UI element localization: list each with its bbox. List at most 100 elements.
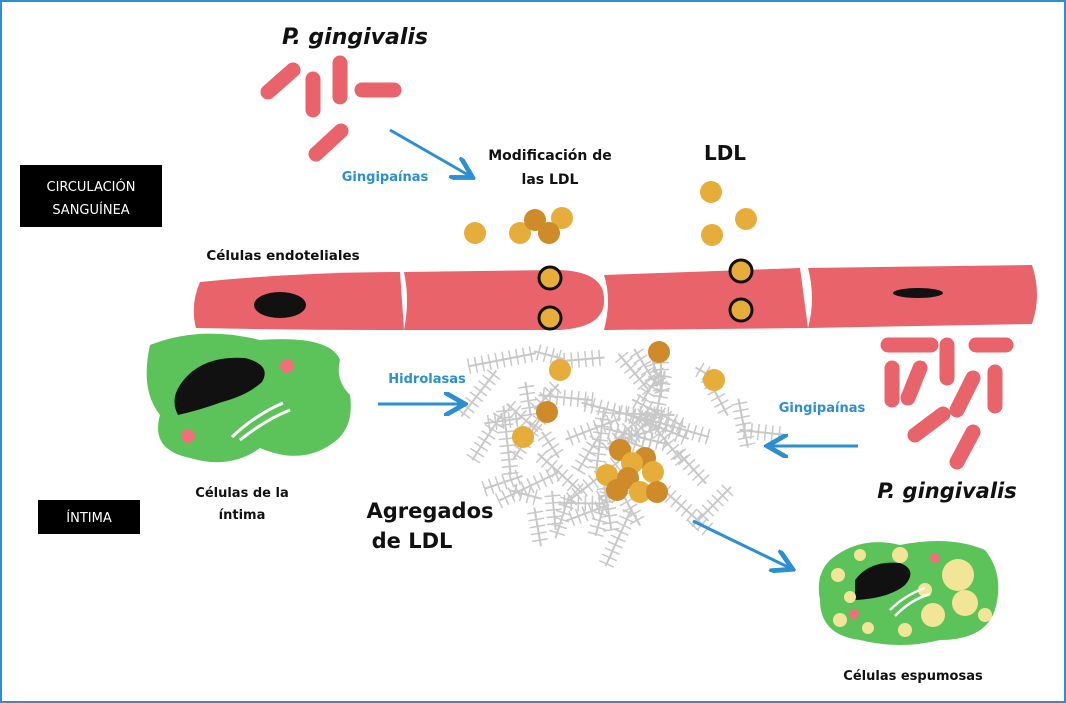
mesh-crossfiber: [566, 478, 579, 492]
mesh-crossfiber: [691, 424, 698, 441]
mesh-crossfiber: [496, 416, 513, 420]
mesh-crossfiber: [603, 527, 620, 532]
mesh-crossfiber: [555, 388, 559, 405]
mesh-crossfiber: [598, 559, 615, 568]
mesh-crossfiber: [613, 528, 629, 537]
mesh-crossfiber: [581, 447, 597, 457]
mesh-crossfiber: [615, 351, 629, 364]
mesh-crossfiber: [675, 417, 685, 433]
mesh-crossfiber: [532, 489, 538, 505]
mesh-crossfiber: [456, 408, 471, 419]
mesh-crossfiber: [576, 483, 589, 497]
mesh-crossfiber: [661, 438, 676, 450]
mesh-crossfiber: [551, 523, 568, 530]
mesh-crossfiber: [494, 476, 502, 493]
mesh-crossfiber: [481, 429, 496, 440]
mesh-crossfiber: [562, 389, 566, 406]
mesh-crossfiber: [602, 520, 619, 525]
mesh-crossfiber: [577, 351, 580, 368]
mesh-crossfiber: [619, 357, 633, 369]
mesh-crossfiber: [501, 458, 518, 462]
mesh-crossfiber: [473, 356, 479, 373]
mesh-fiber: [483, 474, 523, 490]
mesh-crossfiber: [539, 472, 548, 488]
mesh-crossfiber: [586, 422, 594, 438]
mesh-crossfiber: [486, 369, 501, 380]
mesh-crossfiber: [461, 402, 475, 414]
mesh-crossfiber: [619, 515, 635, 524]
mesh-crossfiber: [519, 391, 536, 396]
ldl-particle: [646, 481, 668, 503]
mesh-crossfiber: [556, 469, 569, 482]
mesh-crossfiber: [622, 508, 638, 517]
mesh-crossfiber: [573, 427, 581, 443]
endothelial-cells: [193, 265, 1037, 330]
intima-cells-label-1: Células de la: [195, 486, 288, 501]
mesh-crossfiber: [574, 508, 582, 524]
mesh-crossfiber: [499, 444, 516, 448]
ldl-particle: [551, 207, 573, 229]
mesh-crossfiber: [691, 469, 705, 481]
mesh-crossfiber: [651, 394, 668, 399]
mesh-crossfiber: [541, 437, 556, 448]
mesh-crossfiber: [535, 450, 548, 464]
mesh-fiber: [554, 494, 571, 539]
ldl-particle: [538, 222, 560, 244]
mesh-crossfiber: [541, 387, 545, 404]
mesh-crossfiber: [717, 405, 733, 415]
mesh-crossfiber: [520, 481, 529, 497]
endothelial-label: Células endoteliales: [206, 248, 359, 264]
mesh-crossfiber: [619, 497, 635, 507]
mesh-crossfiber: [487, 478, 495, 495]
mesh-crossfiber: [582, 478, 594, 493]
mesh-crossfiber: [670, 494, 682, 508]
mesh-crossfiber: [587, 503, 595, 519]
mesh-crossfiber: [545, 442, 560, 453]
mesh-crossfiber: [485, 424, 500, 434]
mesh-fiber: [737, 398, 749, 448]
mesh-crossfiber: [587, 531, 604, 538]
mesh-crossfiber: [629, 515, 645, 525]
mesh-crossfiber: [571, 465, 586, 475]
mesh-crossfiber: [591, 350, 594, 367]
ldl-particle: [728, 258, 754, 284]
mesh-crossfiber: [545, 508, 562, 512]
mesh-crossfiber: [518, 485, 525, 502]
mesh-crossfiber: [551, 464, 564, 478]
mesh-crossfiber: [578, 453, 593, 463]
mesh-crossfiber: [507, 471, 515, 488]
mesh-crossfiber: [540, 455, 553, 468]
mesh-crossfiber: [571, 487, 583, 502]
mesh-crossfiber: [651, 369, 666, 380]
mesh-crossfiber: [636, 393, 652, 404]
mesh-crossfiber: [734, 414, 751, 420]
mesh-crossfiber: [574, 459, 590, 469]
mesh-crossfiber: [770, 425, 774, 442]
arrows: [378, 128, 858, 568]
mesh-crossfiber: [515, 409, 527, 423]
mesh-crossfiber: [598, 349, 601, 366]
mesh-crossfiber: [701, 504, 715, 517]
intima-box: [38, 500, 140, 534]
mesh-crossfiber: [509, 405, 522, 419]
agregados-label-1: Agregados: [366, 499, 493, 523]
mesh-crossfiber: [777, 426, 781, 443]
ldl-particle: [464, 222, 486, 244]
mesh-fiber: [506, 402, 539, 433]
foam-cell: [818, 541, 999, 645]
mesh-crossfiber: [626, 418, 640, 431]
mesh-crossfiber: [664, 489, 677, 503]
mesh-crossfiber: [528, 420, 543, 431]
pg-top-label: P. gingivalis: [282, 25, 428, 50]
agregados-label-2: de LDL: [372, 529, 453, 553]
mesh-crossfiber: [531, 538, 548, 543]
mesh-crossfiber: [625, 431, 638, 445]
mesh-crossfiber: [466, 453, 481, 464]
mesh-crossfiber: [706, 499, 719, 512]
mesh-crossfiber: [587, 474, 600, 489]
mesh-crossfiber: [514, 410, 519, 428]
mesh-crossfiber: [644, 381, 659, 392]
mesh-crossfiber: [549, 529, 565, 537]
